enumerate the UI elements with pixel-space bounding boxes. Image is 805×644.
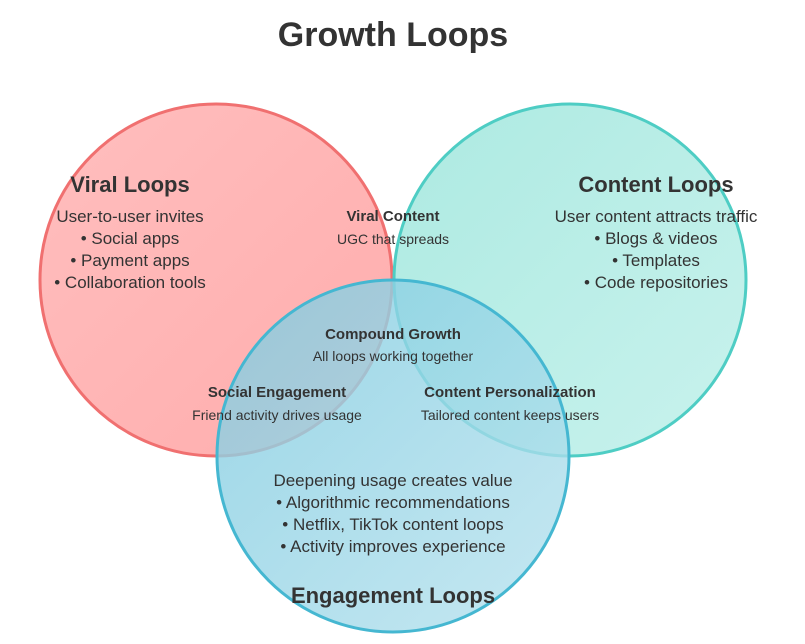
page-title: Growth Loops: [278, 16, 508, 54]
viral-content-overlap: Viral Content UGC that spreads: [337, 208, 449, 247]
content-loops-name: Content Loops: [578, 172, 733, 197]
social-engagement-overlap: Social Engagement Friend activity drives…: [192, 384, 362, 423]
content-loops-description: User content attracts traffic: [555, 207, 758, 226]
viral-loops-description: User-to-user invites: [56, 207, 203, 226]
viral-loops-group: Viral Loops User-to-user invites • Socia…: [54, 172, 205, 292]
content-personalization-overlap: Content Personalization Tailored content…: [421, 384, 599, 423]
content-personalization-title: Content Personalization: [424, 384, 596, 401]
engagement-loops-item: • Netflix, TikTok content loops: [282, 515, 503, 534]
viral-content-title: Viral Content: [346, 208, 439, 225]
engagement-loops-circle: [215, 278, 571, 634]
content-loops-item: • Blogs & videos: [594, 229, 717, 248]
compound-growth-title: Compound Growth: [325, 326, 461, 343]
social-engagement-description: Friend activity drives usage: [192, 407, 362, 423]
content-loops-item: • Code repositories: [584, 273, 728, 292]
compound-growth-description: All loops working together: [313, 348, 474, 364]
viral-loops-name: Viral Loops: [70, 172, 189, 197]
engagement-loops-group: Deepening usage creates value • Algorith…: [273, 471, 512, 608]
engagement-loops-item: • Activity improves experience: [280, 537, 505, 556]
engagement-loops-description: Deepening usage creates value: [273, 471, 512, 490]
engagement-loops-name: Engagement Loops: [291, 583, 495, 608]
content-loops-group: Content Loops User content attracts traf…: [555, 172, 758, 292]
content-loops-item: • Templates: [612, 251, 700, 270]
social-engagement-title: Social Engagement: [208, 384, 346, 401]
viral-content-description: UGC that spreads: [337, 231, 449, 247]
compound-growth-overlap: Compound Growth All loops working togeth…: [313, 326, 474, 364]
viral-loops-item: • Collaboration tools: [54, 273, 205, 292]
viral-loops-item: • Payment apps: [70, 251, 189, 270]
engagement-loops-item: • Algorithmic recommendations: [276, 493, 510, 512]
viral-loops-item: • Social apps: [81, 229, 180, 248]
content-personalization-description: Tailored content keeps users: [421, 407, 599, 423]
